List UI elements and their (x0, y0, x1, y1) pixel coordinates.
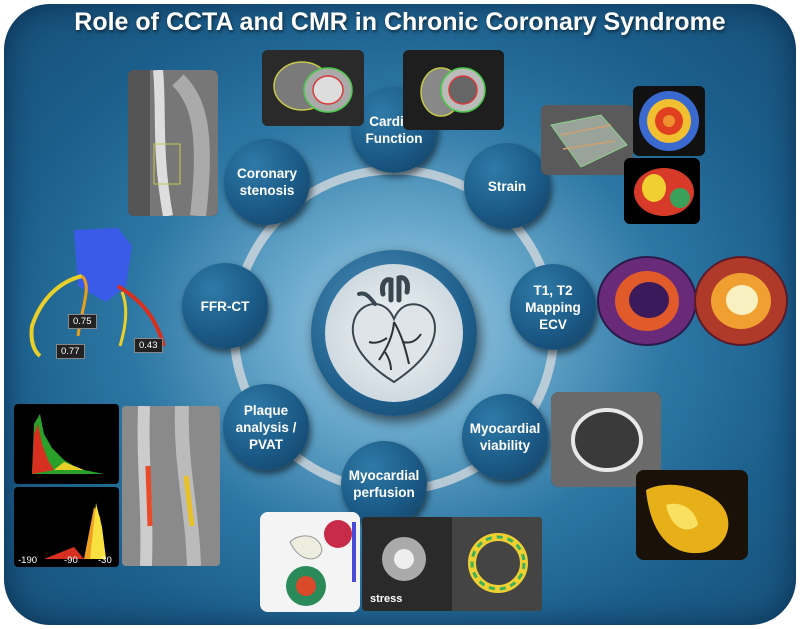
cardiac-function-image-1 (262, 50, 364, 126)
cardiac-function-image-2 (403, 50, 504, 130)
ffr-value-0-75: 0.75 (68, 314, 97, 329)
plaque-histogram-top (14, 404, 119, 484)
coronary-stenosis-image (128, 70, 218, 216)
plaque-ct-image (122, 406, 220, 566)
histogram-axis-mid: -90 (64, 555, 78, 566)
node-strain[interactable]: Strain (464, 143, 550, 229)
ffr-value-0-43: 0.43 (134, 338, 163, 353)
strain-bullseye-image (633, 86, 705, 156)
node-plaque-analysis[interactable]: Plaque analysis / PVAT (223, 384, 309, 470)
node-mapping-ecv[interactable]: T1, T2 Mapping ECV (510, 264, 596, 350)
node-myocardial-viability[interactable]: Myocardial viability (462, 394, 548, 480)
ffr-ct-image: 0.75 0.77 0.43 (22, 226, 182, 359)
heart-icon (351, 275, 437, 384)
perfusion-stress-label: stress (370, 593, 403, 605)
strain-image-long-axis (541, 105, 633, 175)
t2-map-image (694, 256, 788, 346)
histogram-axis-right: -30 (98, 555, 112, 566)
strain-3d-image (624, 158, 700, 224)
node-ffr-ct[interactable]: FFR-CT (182, 263, 268, 349)
perfusion-stress-image: stress (362, 517, 542, 611)
plaque-histogram-bottom: -190 -90 -30 (14, 487, 119, 567)
viability-lge-image (551, 392, 661, 487)
node-coronary-stenosis[interactable]: Coronary stenosis (224, 139, 310, 225)
viability-color-image (636, 470, 748, 560)
perfusion-3d-image (260, 512, 360, 612)
page-title: Role of CCTA and CMR in Chronic Coronary… (74, 8, 726, 36)
ffr-value-0-77: 0.77 (56, 344, 85, 359)
center-hub (311, 250, 477, 416)
histogram-axis-left: -190 (18, 555, 38, 566)
heart-illustration (325, 264, 463, 402)
t1-map-image (597, 256, 697, 346)
